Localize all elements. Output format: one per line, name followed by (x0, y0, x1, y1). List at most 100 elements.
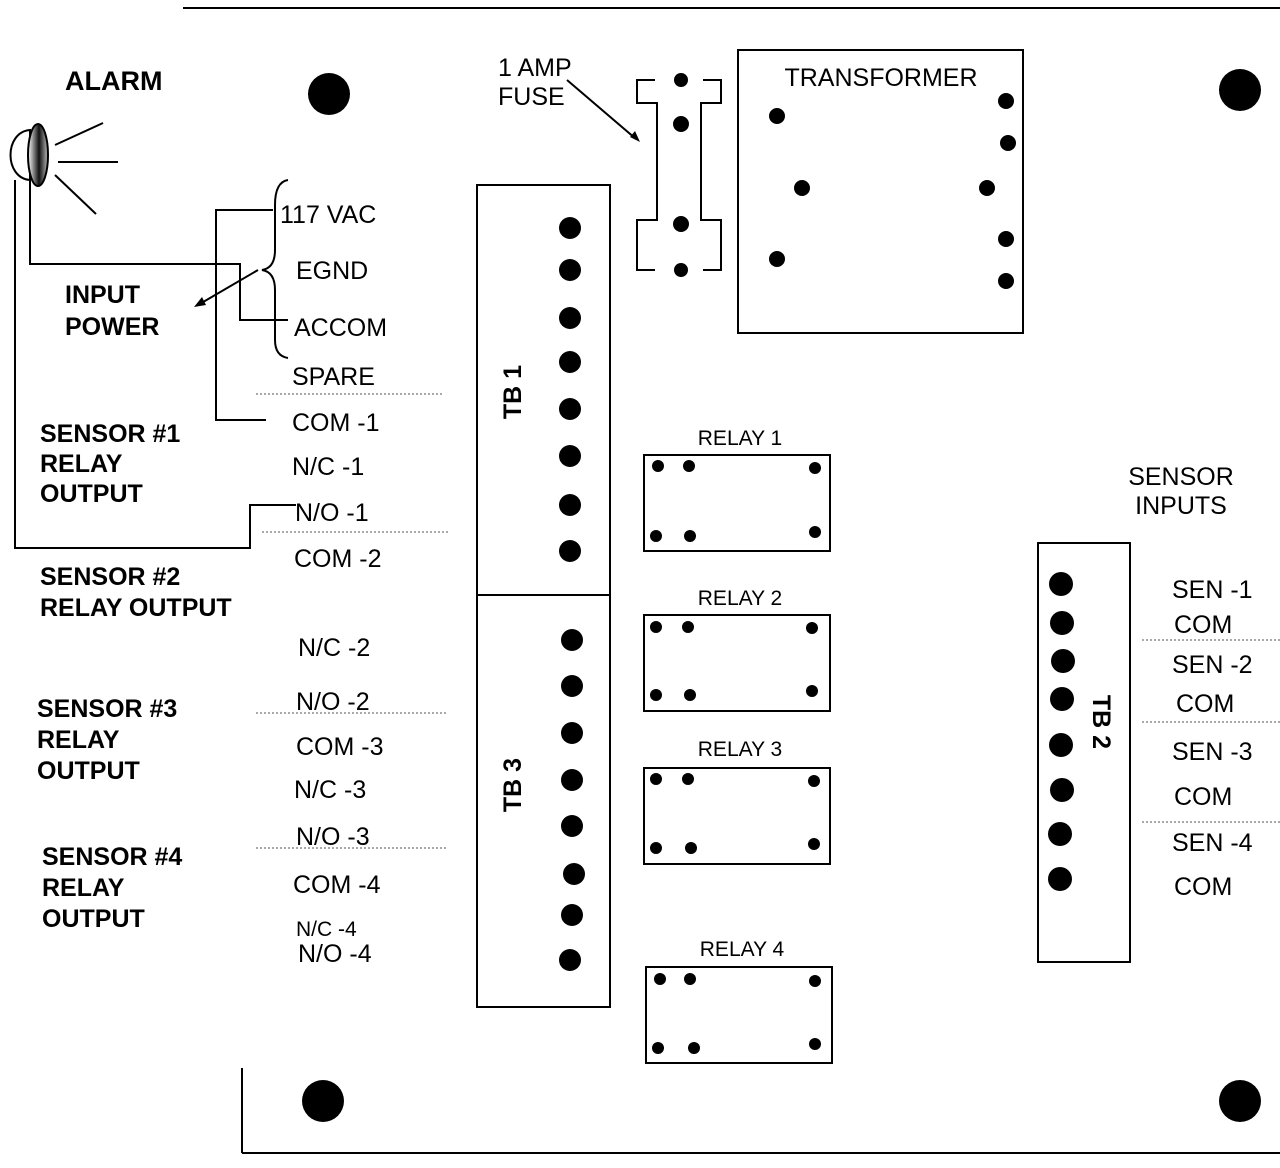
alarm-horn-icon (9, 122, 118, 215)
sensor-inputs: SENSOR INPUTS TB 2 SEN -1 COM SEN -2 COM… (1037, 463, 1253, 963)
terminal-label: N/O -1 (295, 499, 369, 527)
terminal-label: COM (1174, 873, 1232, 901)
transformer: TRANSFORMER (737, 49, 1024, 334)
terminal-screw (1050, 687, 1074, 711)
terminal-label: N/C -2 (298, 634, 370, 662)
fuse: 1 AMP FUSE (498, 54, 722, 277)
terminal-label: COM -4 (293, 871, 381, 899)
terminal-label: COM -1 (292, 409, 380, 437)
sensor-label: OUTPUT (40, 480, 143, 508)
relay-3: RELAY 3 (643, 738, 831, 865)
alarm-title: ALARM (65, 66, 162, 96)
mounting-hole (308, 73, 350, 115)
terminal-screw (559, 949, 581, 971)
terminal-label: N/O -2 (296, 688, 370, 716)
terminal-screw (559, 307, 581, 329)
sensor-label: SENSOR #2 (40, 563, 180, 591)
terminal-label: SEN -3 (1172, 738, 1253, 766)
terminal-screw (1048, 867, 1072, 891)
sensor-label: SENSOR #1 (40, 420, 180, 448)
tb3-terminals (559, 629, 585, 971)
sensor-label: OUTPUT (37, 757, 140, 785)
terminal-label: 117 VAC (280, 201, 376, 229)
fuse-label: FUSE (498, 83, 565, 111)
terminal-label: SEN -4 (1172, 829, 1253, 857)
terminal-label: SEN -2 (1172, 651, 1253, 679)
terminal-label: COM (1174, 783, 1232, 811)
sensor-label: SENSOR #3 (37, 695, 177, 723)
relay-label: RELAY 2 (698, 587, 782, 610)
sensor-inputs-title: SENSOR (1128, 463, 1234, 491)
terminal-screw (561, 904, 583, 926)
sensor-label: RELAY (40, 450, 123, 478)
terminal-label: SPARE (292, 363, 375, 391)
terminal-screw (559, 217, 581, 239)
terminal-screw (559, 259, 581, 281)
terminal-label: COM -2 (294, 545, 382, 573)
fuse-label: 1 AMP (498, 54, 572, 82)
terminal-screw (561, 629, 583, 651)
tb3-label: TB 3 (499, 758, 527, 812)
tb1-label: TB 1 (499, 365, 527, 419)
mounting-hole (1219, 1080, 1261, 1122)
terminal-screw (559, 494, 581, 516)
terminal-screw (1048, 822, 1072, 846)
terminal-label: COM -3 (296, 733, 384, 761)
terminal-screw (561, 815, 583, 837)
alarm: ALARM (9, 66, 162, 215)
sensor-label: OUTPUT (42, 905, 145, 933)
relay-2: RELAY 2 (643, 587, 831, 712)
sensor-output-labels: SENSOR #1 RELAY OUTPUT SENSOR #2 RELAY O… (37, 420, 232, 933)
terminal-screw (1049, 572, 1073, 596)
relay-label: RELAY 4 (700, 938, 785, 961)
sensor-label: RELAY OUTPUT (40, 594, 232, 622)
sensor-label: RELAY (37, 726, 120, 754)
terminal-screw (559, 445, 581, 467)
terminal-label: COM (1174, 611, 1232, 639)
terminal-screw (559, 540, 581, 562)
terminal-screw (561, 675, 583, 697)
terminal-label: ACCOM (294, 314, 387, 342)
tb1-terminal-labels: 117 VAC EGND ACCOM SPARE COM -1 N/C -1 N… (280, 201, 387, 573)
terminal-screw (1050, 611, 1074, 635)
board-outline (183, 7, 1280, 1154)
relay-label: RELAY 3 (698, 738, 782, 761)
terminal-block-tb1-tb3: TB 1 TB 3 (476, 184, 611, 1008)
mounting-holes (302, 69, 1261, 1122)
sensor-label: RELAY (42, 874, 125, 902)
terminal-label: EGND (296, 257, 368, 285)
terminal-label: N/C -4 (296, 918, 357, 941)
separators (256, 393, 1280, 849)
terminal-screw (559, 351, 581, 373)
sensor-label: SENSOR #4 (42, 843, 182, 871)
sensor-inputs-title: INPUTS (1135, 492, 1227, 520)
terminal-screw (1049, 733, 1073, 757)
arrow-icon (194, 297, 206, 307)
terminal-screw (561, 722, 583, 744)
terminal-label: N/C -3 (294, 776, 366, 804)
relay-1: RELAY 1 (643, 427, 831, 552)
input-power-label: POWER (65, 313, 159, 341)
tb1-terminals (559, 217, 581, 562)
terminal-label: N/O -4 (298, 940, 372, 968)
input-power-label: INPUT (65, 281, 140, 309)
terminal-screw (561, 769, 583, 791)
terminal-screw (563, 863, 585, 885)
wiring (14, 180, 296, 549)
transformer-label: TRANSFORMER (784, 64, 977, 92)
terminal-label: N/C -1 (292, 453, 364, 481)
terminal-label: SEN -1 (1172, 576, 1253, 604)
mounting-hole (302, 1080, 344, 1122)
mounting-hole (1219, 69, 1261, 111)
terminal-screw (559, 398, 581, 420)
terminal-screw (1051, 649, 1075, 673)
tb3-terminal-labels: N/C -2 N/O -2 COM -3 N/C -3 N/O -3 COM -… (293, 634, 384, 968)
relay-label: RELAY 1 (698, 427, 782, 450)
terminal-label: COM (1176, 690, 1234, 718)
arrow-icon (630, 131, 640, 142)
relay-4: RELAY 4 (645, 938, 833, 1064)
terminal-screw (1050, 778, 1074, 802)
input-power: INPUT POWER (65, 179, 289, 359)
tb2-label: TB 2 (1087, 695, 1115, 749)
